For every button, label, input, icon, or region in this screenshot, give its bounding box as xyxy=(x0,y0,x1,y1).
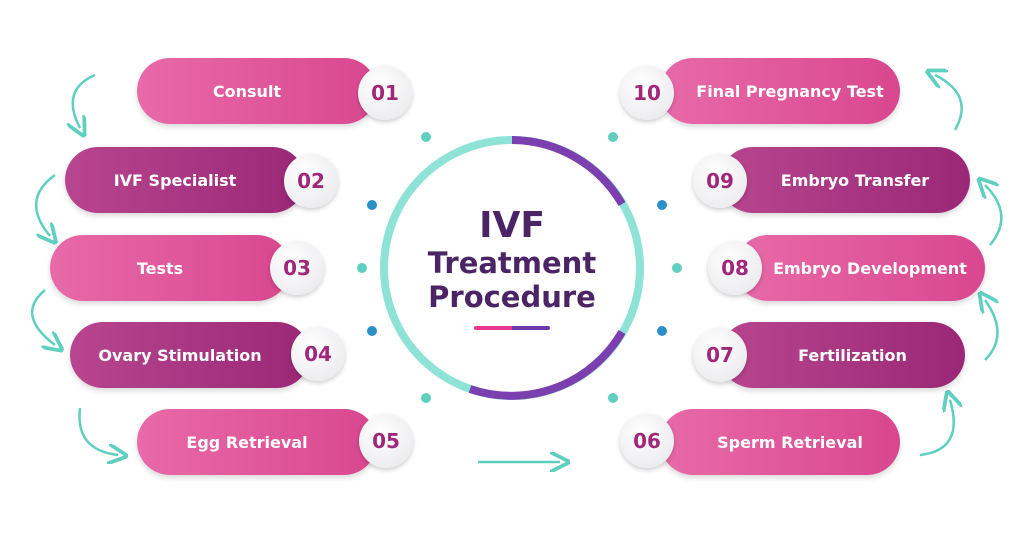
dots xyxy=(357,132,682,403)
arrow-7-8 xyxy=(985,300,998,361)
step-label: Tests xyxy=(136,258,184,278)
step-number: 05 xyxy=(359,414,413,468)
step-number: 02 xyxy=(284,154,338,208)
step-label: Egg Retrieval xyxy=(186,432,308,452)
arrow-4-5 xyxy=(78,407,118,455)
step-number: 09 xyxy=(693,154,747,208)
step-label: IVF Specialist xyxy=(113,170,237,190)
step-3: Tests xyxy=(50,235,290,301)
title-line1: IVF xyxy=(479,205,545,246)
step-label: Consult xyxy=(212,81,282,101)
title-line2: Treatment xyxy=(427,246,597,280)
step-4: Ovary Stimulation xyxy=(70,322,310,388)
arrow-1-2 xyxy=(73,73,96,128)
step-7: Fertilization xyxy=(720,322,965,388)
step-5: Egg Retrieval xyxy=(137,409,377,475)
arrow-8-9 xyxy=(985,185,1003,246)
arrow-9-10 xyxy=(935,75,963,131)
step-number: 04 xyxy=(291,327,345,381)
step-10: Final Pregnancy Test xyxy=(660,58,900,124)
step-number: 07 xyxy=(693,328,747,382)
arrow-6-7 xyxy=(919,400,954,457)
step-8: Embryo Development xyxy=(735,235,985,301)
step-label: Embryo Development xyxy=(773,258,967,278)
step-number: 06 xyxy=(620,414,674,468)
step-label: Final Pregnancy Test xyxy=(696,81,884,101)
step-label: Sperm Retrieval xyxy=(717,432,863,452)
step-label: Embryo Transfer xyxy=(780,170,930,190)
step-number: 01 xyxy=(358,66,412,120)
step-number: 03 xyxy=(270,241,324,295)
step-1: Consult xyxy=(137,58,377,124)
center-title: IVF Treatment Procedure xyxy=(392,148,632,388)
title-underline xyxy=(474,326,550,330)
arrow-3-4 xyxy=(30,289,55,345)
step-9: Embryo Transfer xyxy=(720,147,970,213)
arrow-2-3 xyxy=(34,173,55,236)
step-number: 10 xyxy=(620,66,674,120)
step-label: Fertilization xyxy=(798,345,907,365)
title-line3: Procedure xyxy=(428,280,596,314)
step-6: Sperm Retrieval xyxy=(660,409,900,475)
step-2: IVF Specialist xyxy=(65,147,305,213)
step-label: Ovary Stimulation xyxy=(98,345,262,365)
step-number: 08 xyxy=(708,241,762,295)
